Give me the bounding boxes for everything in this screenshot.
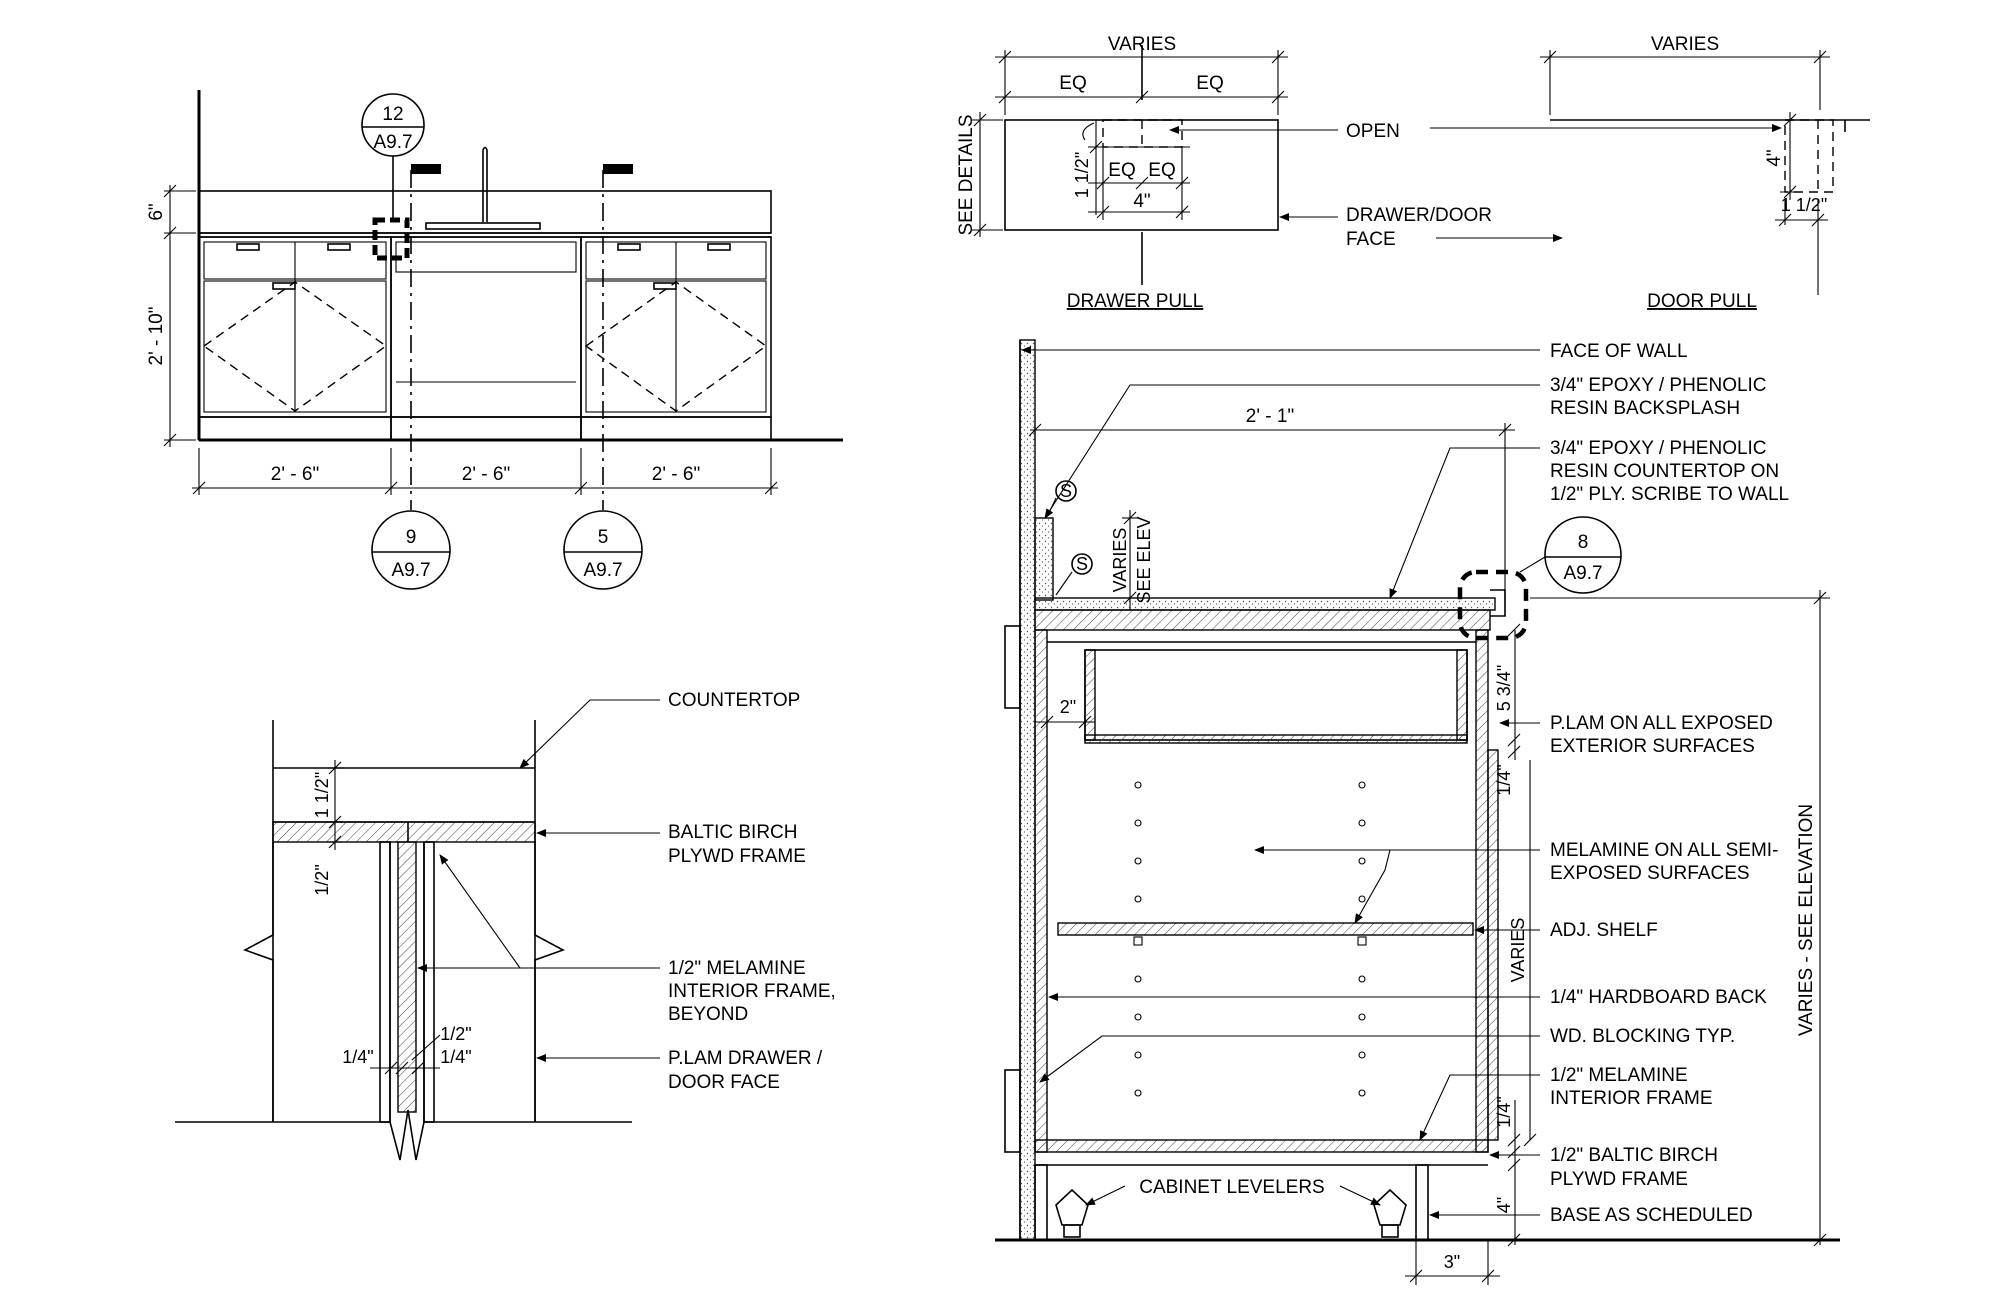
section-label-face-wall: FACE OF WALL	[1550, 341, 1688, 362]
section-dim-depth: 2' - 1"	[1246, 406, 1294, 427]
joint-label-baltic-1: BALTIC BIRCH	[668, 822, 798, 843]
joint-dim-1-5: 1 1/2"	[312, 772, 332, 818]
countertop-joint-detail: 1 1/2" 1/2" 1/4" 1/2" 1/4" COUNTERTOP BA…	[175, 690, 836, 1161]
section-dim-2: 2"	[1060, 697, 1076, 717]
joint-label-plam-1: P.LAM DRAWER /	[668, 1048, 823, 1069]
drawer-pull-dim-see-details: SEE DETAILS	[956, 114, 977, 235]
callout-5-number: 5	[598, 527, 609, 548]
section-dim-quarter-a: 1/4"	[1494, 764, 1514, 795]
section-label-melamine-1: MELAMINE ON ALL SEMI-	[1550, 840, 1778, 861]
section-label-counter-1: 3/4" EPOXY / PHENOLIC	[1550, 438, 1767, 459]
section-dim-quarter-b: 1/4"	[1494, 1096, 1514, 1127]
cabinet-elevation: 12 A9.7 9 A9.7 5 A9.7 6" 2' - 10" 2' -	[146, 90, 843, 590]
drawer-pull-detail: VARIES EQ EQ SEE DETAILS 1 1/2" EQ EQ 4"…	[956, 34, 1563, 312]
dim-width-3: 2' - 6"	[652, 464, 700, 485]
drawer-pull-dim-eq-b: EQ	[1148, 160, 1175, 181]
joint-dim-quarter-left: 1/4"	[342, 1047, 373, 1067]
callout-8-sheet: A9.7	[1563, 563, 1602, 584]
joint-label-melamine-2: INTERIOR FRAME,	[668, 981, 836, 1002]
drawer-pull-dim-eq-left: EQ	[1059, 73, 1086, 94]
callout-8-number: 8	[1578, 532, 1589, 553]
drawer-pull-dim-1-5: 1 1/2"	[1072, 152, 1092, 198]
joint-dim-quarter-right: 1/4"	[440, 1047, 471, 1067]
section-label-melamine-2: EXPOSED SURFACES	[1550, 863, 1750, 884]
section-dim-3: 3"	[1444, 1252, 1460, 1272]
dim-splash-height: 6"	[146, 203, 167, 220]
door-pull-dim-1-5: 1 1/2"	[1781, 195, 1827, 215]
joint-label-baltic-2: PLYWD FRAME	[668, 846, 806, 867]
section-label-levelers: CABINET LEVELERS	[1139, 1177, 1325, 1198]
section-label-blocking: WD. BLOCKING TYP.	[1550, 1026, 1735, 1047]
door-pull-title: DOOR PULL	[1647, 291, 1757, 312]
section-label-plam-1: P.LAM ON ALL EXPOSED	[1550, 713, 1773, 734]
section-label-counter-2: RESIN COUNTERTOP ON	[1550, 461, 1779, 482]
joint-label-plam-2: DOOR FACE	[668, 1072, 780, 1093]
callout-9-number: 9	[406, 527, 417, 548]
section-label-base: BASE AS SCHEDULED	[1550, 1205, 1753, 1226]
section-label-backsplash-2: RESIN BACKSPLASH	[1550, 398, 1740, 419]
section-label-baltic-2: PLYWD FRAME	[1550, 1169, 1688, 1190]
section-label-counter-3: 1/2" PLY. SCRIBE TO WALL	[1550, 484, 1789, 505]
joint-label-countertop: COUNTERTOP	[668, 690, 800, 711]
section-label-shelf: ADJ. SHELF	[1550, 920, 1658, 941]
shelf-pin-holes	[1133, 781, 1367, 1097]
cabinet-section: S S 8 A9.7 2' - 1" VARIES SEE ELEV 2"	[995, 339, 1840, 1285]
drawer-pull-title: DRAWER PULL	[1067, 291, 1204, 312]
dim-base-height: 2' - 10"	[146, 307, 167, 366]
joint-label-melamine-1: 1/2" MELAMINE	[668, 958, 806, 979]
section-dim-varies: VARIES	[1508, 918, 1528, 983]
section-dim-varies-see-elevation: VARIES - SEE ELEVATION	[1796, 804, 1817, 1036]
sealant-mark-lower: S	[1076, 554, 1088, 574]
joint-dim-half-b: 1/2"	[440, 1024, 471, 1044]
section-label-mel-frame-2: INTERIOR FRAME	[1550, 1088, 1713, 1109]
drawer-pull-dim-4: 4"	[1133, 191, 1150, 212]
section-dim-varies-elev: VARIES	[1110, 528, 1130, 593]
callout-12-number: 12	[382, 104, 403, 125]
section-label-baltic-1: 1/2" BALTIC BIRCH	[1550, 1145, 1718, 1166]
section-label-backsplash-1: 3/4" EPOXY / PHENOLIC	[1550, 375, 1767, 396]
section-dim-5-75: 5 3/4"	[1494, 665, 1514, 711]
section-label-hardboard: 1/4" HARDBOARD BACK	[1550, 987, 1767, 1008]
door-pull-detail: VARIES 4" 1 1/2" DOOR PULL	[1430, 34, 1870, 312]
section-dim-4: 4"	[1494, 1197, 1514, 1213]
drawer-pull-dim-varies: VARIES	[1108, 34, 1176, 55]
drawer-pull-label-face-2: FACE	[1346, 229, 1396, 250]
drawer-pull-label-face-1: DRAWER/DOOR	[1346, 205, 1492, 226]
joint-label-melamine-3: BEYOND	[668, 1004, 748, 1025]
section-label-mel-frame-1: 1/2" MELAMINE	[1550, 1065, 1688, 1086]
joint-dim-half: 1/2"	[312, 864, 332, 895]
dim-width-1: 2' - 6"	[271, 464, 319, 485]
drawer-pull-dim-eq-a: EQ	[1108, 160, 1135, 181]
section-dim-see-elev: SEE ELEV	[1134, 516, 1154, 603]
sealant-mark-upper: S	[1060, 481, 1072, 501]
callout-12-sheet: A9.7	[373, 132, 412, 153]
door-pull-dim-varies: VARIES	[1651, 34, 1719, 55]
callout-9-sheet: A9.7	[391, 560, 430, 581]
callout-5-sheet: A9.7	[583, 560, 622, 581]
drawer-pull-label-open: OPEN	[1346, 121, 1400, 142]
dim-width-2: 2' - 6"	[462, 464, 510, 485]
drawer-pull-dim-eq-right: EQ	[1196, 73, 1223, 94]
section-label-plam-2: EXTERIOR SURFACES	[1550, 736, 1755, 757]
door-pull-dim-4: 4"	[1764, 149, 1785, 166]
